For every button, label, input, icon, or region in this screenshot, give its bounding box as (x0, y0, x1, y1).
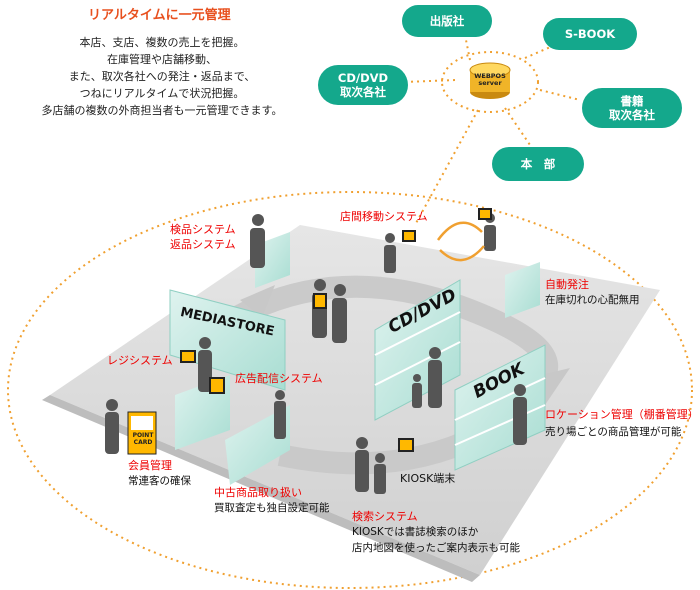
label-used-goods-sub: 買取査定も独自設定可能 (214, 502, 330, 514)
description-line: 在庫管理や店舗移動、 (107, 53, 217, 66)
network-lines (7, 34, 693, 589)
label-inspection: 検品システム 返品システム (170, 222, 236, 252)
label-register: レジシステム (107, 354, 173, 367)
label-used-goods: 中古商品取り扱い (214, 486, 302, 499)
label-auto-order-sub: 在庫切れの心配無用 (545, 294, 640, 306)
node-cd-dvd-distributor: CD/DVD 取次各社 (318, 65, 408, 105)
server-label-line2: server (478, 79, 502, 87)
server-label-line1: WEBPOS (474, 72, 506, 80)
monitors (180, 208, 492, 452)
node-book-distributor: 書籍 取次各社 (582, 88, 682, 128)
description-line: つねにリアルタイムで状況把握。 (79, 87, 245, 100)
server-label: WEBPOS server (473, 73, 507, 87)
point-card (127, 411, 157, 455)
label-inspection-line2: 返品システム (170, 238, 236, 251)
label-store-transfer: 店間移動システム (340, 210, 428, 223)
label-kiosk: KIOSK端末 (400, 472, 456, 485)
transfer-arrows (436, 221, 485, 262)
node-book-line2: 取次各社 (609, 108, 655, 122)
server-cylinder (469, 62, 511, 99)
label-auto-order: 自動発注 (545, 278, 589, 291)
label-location: ロケーション管理（棚番管理） (545, 408, 699, 421)
description-line: 本店、支店、複数の売上を把握。 (79, 36, 245, 49)
description: 本店、支店、複数の売上を把握。 在庫管理や店舗移動、 また、取次各社への発注・返… (22, 34, 302, 119)
point-card-label: POINT CARD (132, 432, 154, 446)
label-search: 検索システム (352, 510, 418, 523)
page-title: リアルタイムに一元管理 (88, 8, 231, 23)
node-s-book: S-BOOK (543, 18, 637, 50)
description-line: また、取次各社への発注・返品まで、 (68, 70, 256, 83)
label-search-sub1: KIOSKでは書誌検索のほか (352, 526, 479, 538)
label-membership-sub: 常連客の確保 (128, 475, 191, 487)
label-ad-delivery: 広告配信システム (235, 372, 323, 385)
label-inspection-line1: 検品システム (170, 223, 236, 236)
node-cd-dvd-line2: 取次各社 (340, 85, 386, 99)
node-headquarters: 本 部 (492, 147, 584, 181)
node-cd-dvd-line1: CD/DVD (337, 71, 389, 85)
node-publisher: 出版社 (402, 5, 492, 37)
node-book-line1: 書籍 (620, 94, 644, 108)
label-search-sub2: 店内地図を使ったご案内表示も可能 (352, 542, 520, 554)
label-membership: 会員管理 (128, 459, 172, 472)
description-line: 多店舗の複数の外商担当者も一元管理できます。 (41, 104, 283, 117)
label-location-sub: 売り場ごとの商品管理が可能 (545, 426, 682, 438)
